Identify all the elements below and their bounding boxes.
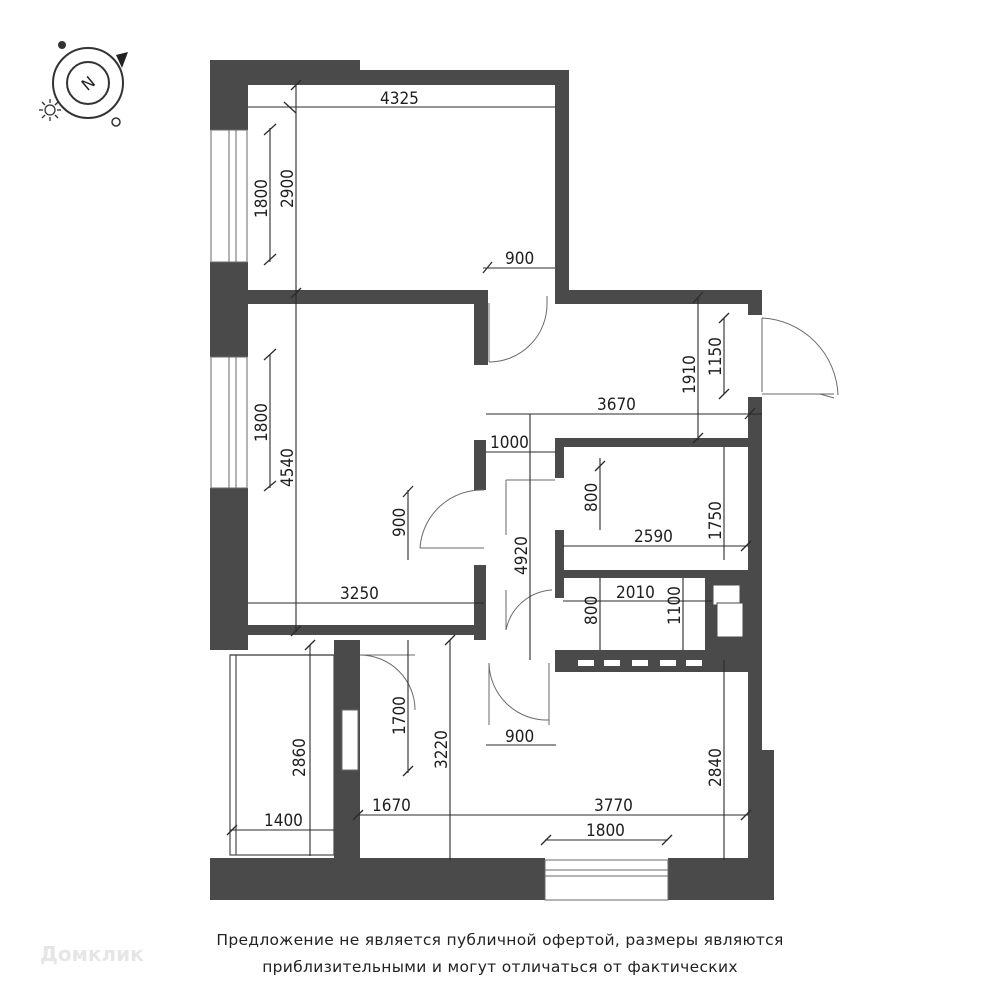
dim-bath-height: 1750 (706, 501, 726, 540)
dim-corridor-length: 4920 (512, 536, 532, 575)
watermark-logo: Домклик (40, 942, 144, 966)
dim-wc-door: 800 (582, 596, 602, 625)
dim-kitchen-door: 900 (505, 727, 534, 747)
dim-hall-height: 1910 (680, 355, 700, 394)
dim-wc-height: 1100 (665, 586, 685, 625)
compass-north-label: N (78, 72, 99, 94)
dim-balcony-height: 2860 (290, 738, 310, 777)
disclaimer-line-2: приблизительными и могут отличаться от ф… (262, 958, 738, 976)
dim-balcony-door: 1700 (390, 696, 410, 735)
dim-room1-height: 2900 (278, 169, 298, 208)
dim-room2-width: 3250 (340, 584, 379, 604)
dim-corridor-width: 1000 (490, 433, 529, 453)
windows (210, 129, 669, 901)
walls (210, 60, 774, 900)
dimension-lines (226, 79, 762, 860)
dim-kitchen-left: 1670 (372, 796, 411, 816)
dim-entry-door: 1150 (706, 337, 726, 376)
dim-room1-door: 900 (505, 249, 534, 269)
doors (359, 296, 839, 725)
dim-room1-width: 4325 (380, 89, 419, 109)
dim-wc-width: 2010 (616, 583, 655, 603)
dim-room2-height: 4540 (278, 448, 298, 487)
ventilation-shaft (578, 584, 744, 666)
dim-kitchen-height: 2840 (706, 748, 726, 787)
dim-bath-door: 800 (582, 483, 602, 512)
disclaimer-line-1: Предложение не является публичной оферто… (216, 931, 784, 949)
dim-room2-door: 900 (390, 508, 410, 537)
dim-balcony-width: 1400 (264, 811, 303, 831)
balcony (229, 654, 335, 856)
dim-kitchen-window: 1800 (586, 821, 625, 841)
dim-hall-width: 3670 (597, 395, 636, 415)
compass-icon: N (39, 41, 128, 127)
dim-bath-width: 2590 (634, 527, 673, 547)
dim-room2-window: 1800 (252, 403, 272, 442)
dim-kitchen-depth: 3220 (432, 730, 452, 769)
dim-kitchen-width: 3770 (594, 796, 633, 816)
dimension-labels: 4325 2900 1800 900 4540 1800 900 3250 36… (252, 89, 726, 841)
dim-room1-window: 1800 (252, 179, 272, 218)
